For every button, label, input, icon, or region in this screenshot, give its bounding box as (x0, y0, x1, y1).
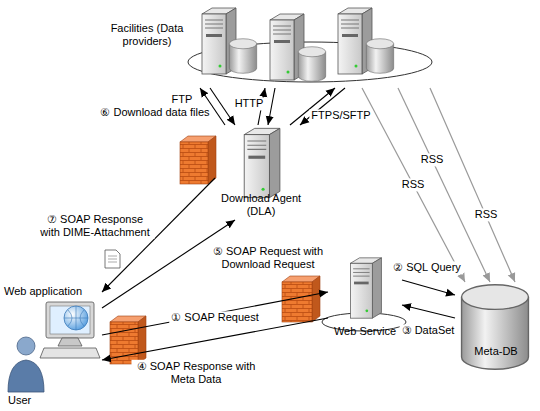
node-label: Meta-DB (455, 345, 537, 358)
node-label: Web Service (328, 325, 402, 338)
server-icon (244, 128, 280, 197)
disk-icon (229, 39, 256, 74)
disk-icon (298, 47, 325, 82)
node-label: Facilities (Data providers) (100, 22, 194, 48)
edge-label: ④ SOAP Response with Meta Data (132, 360, 261, 386)
step-note: ⑥ Download data files (98, 106, 211, 119)
connector (402, 305, 455, 318)
firewall-icon (282, 276, 320, 322)
edge-label: ⑦ SOAP Response with DIME-Attachment (36, 213, 155, 239)
connector (362, 88, 465, 282)
node-label: Download Agent (DLA) (215, 192, 307, 218)
user-figure (8, 337, 44, 392)
edge-label: ① SOAP Request (169, 311, 260, 324)
server-icon (350, 258, 381, 318)
edge-label: RSS (473, 208, 500, 221)
connector (430, 88, 515, 282)
edge-label: ② SQL Query (391, 261, 463, 274)
node-label: User (8, 394, 31, 407)
facility-servers (188, 8, 432, 82)
connector (398, 88, 490, 282)
edge-label: RSS (419, 153, 446, 166)
user-station: Web applicationUser (2, 283, 102, 407)
firewall-icon (180, 136, 216, 184)
facility-group: Facilities (Data providers) (100, 8, 435, 88)
disk-icon (366, 39, 393, 74)
connector (268, 88, 275, 125)
edge-label: FTPS/SFTP (309, 109, 372, 122)
connector (102, 292, 328, 335)
computer-icon (40, 302, 100, 358)
document-icon (105, 250, 120, 268)
firewall-icon (110, 316, 146, 364)
connector (210, 88, 235, 125)
edge-label: RSS (400, 178, 427, 191)
database: Meta-DB (455, 282, 537, 372)
edge-label: HTTP (233, 97, 266, 110)
edge-label: ③ DataSet (400, 324, 457, 337)
agent-server: Download Agent (DLA) (215, 125, 307, 220)
edge-label: ⑤ SOAP Request with Download Request (206, 245, 330, 271)
node-label: Web application (4, 285, 82, 298)
connector (402, 280, 455, 295)
edge-label: FTP (170, 93, 195, 106)
